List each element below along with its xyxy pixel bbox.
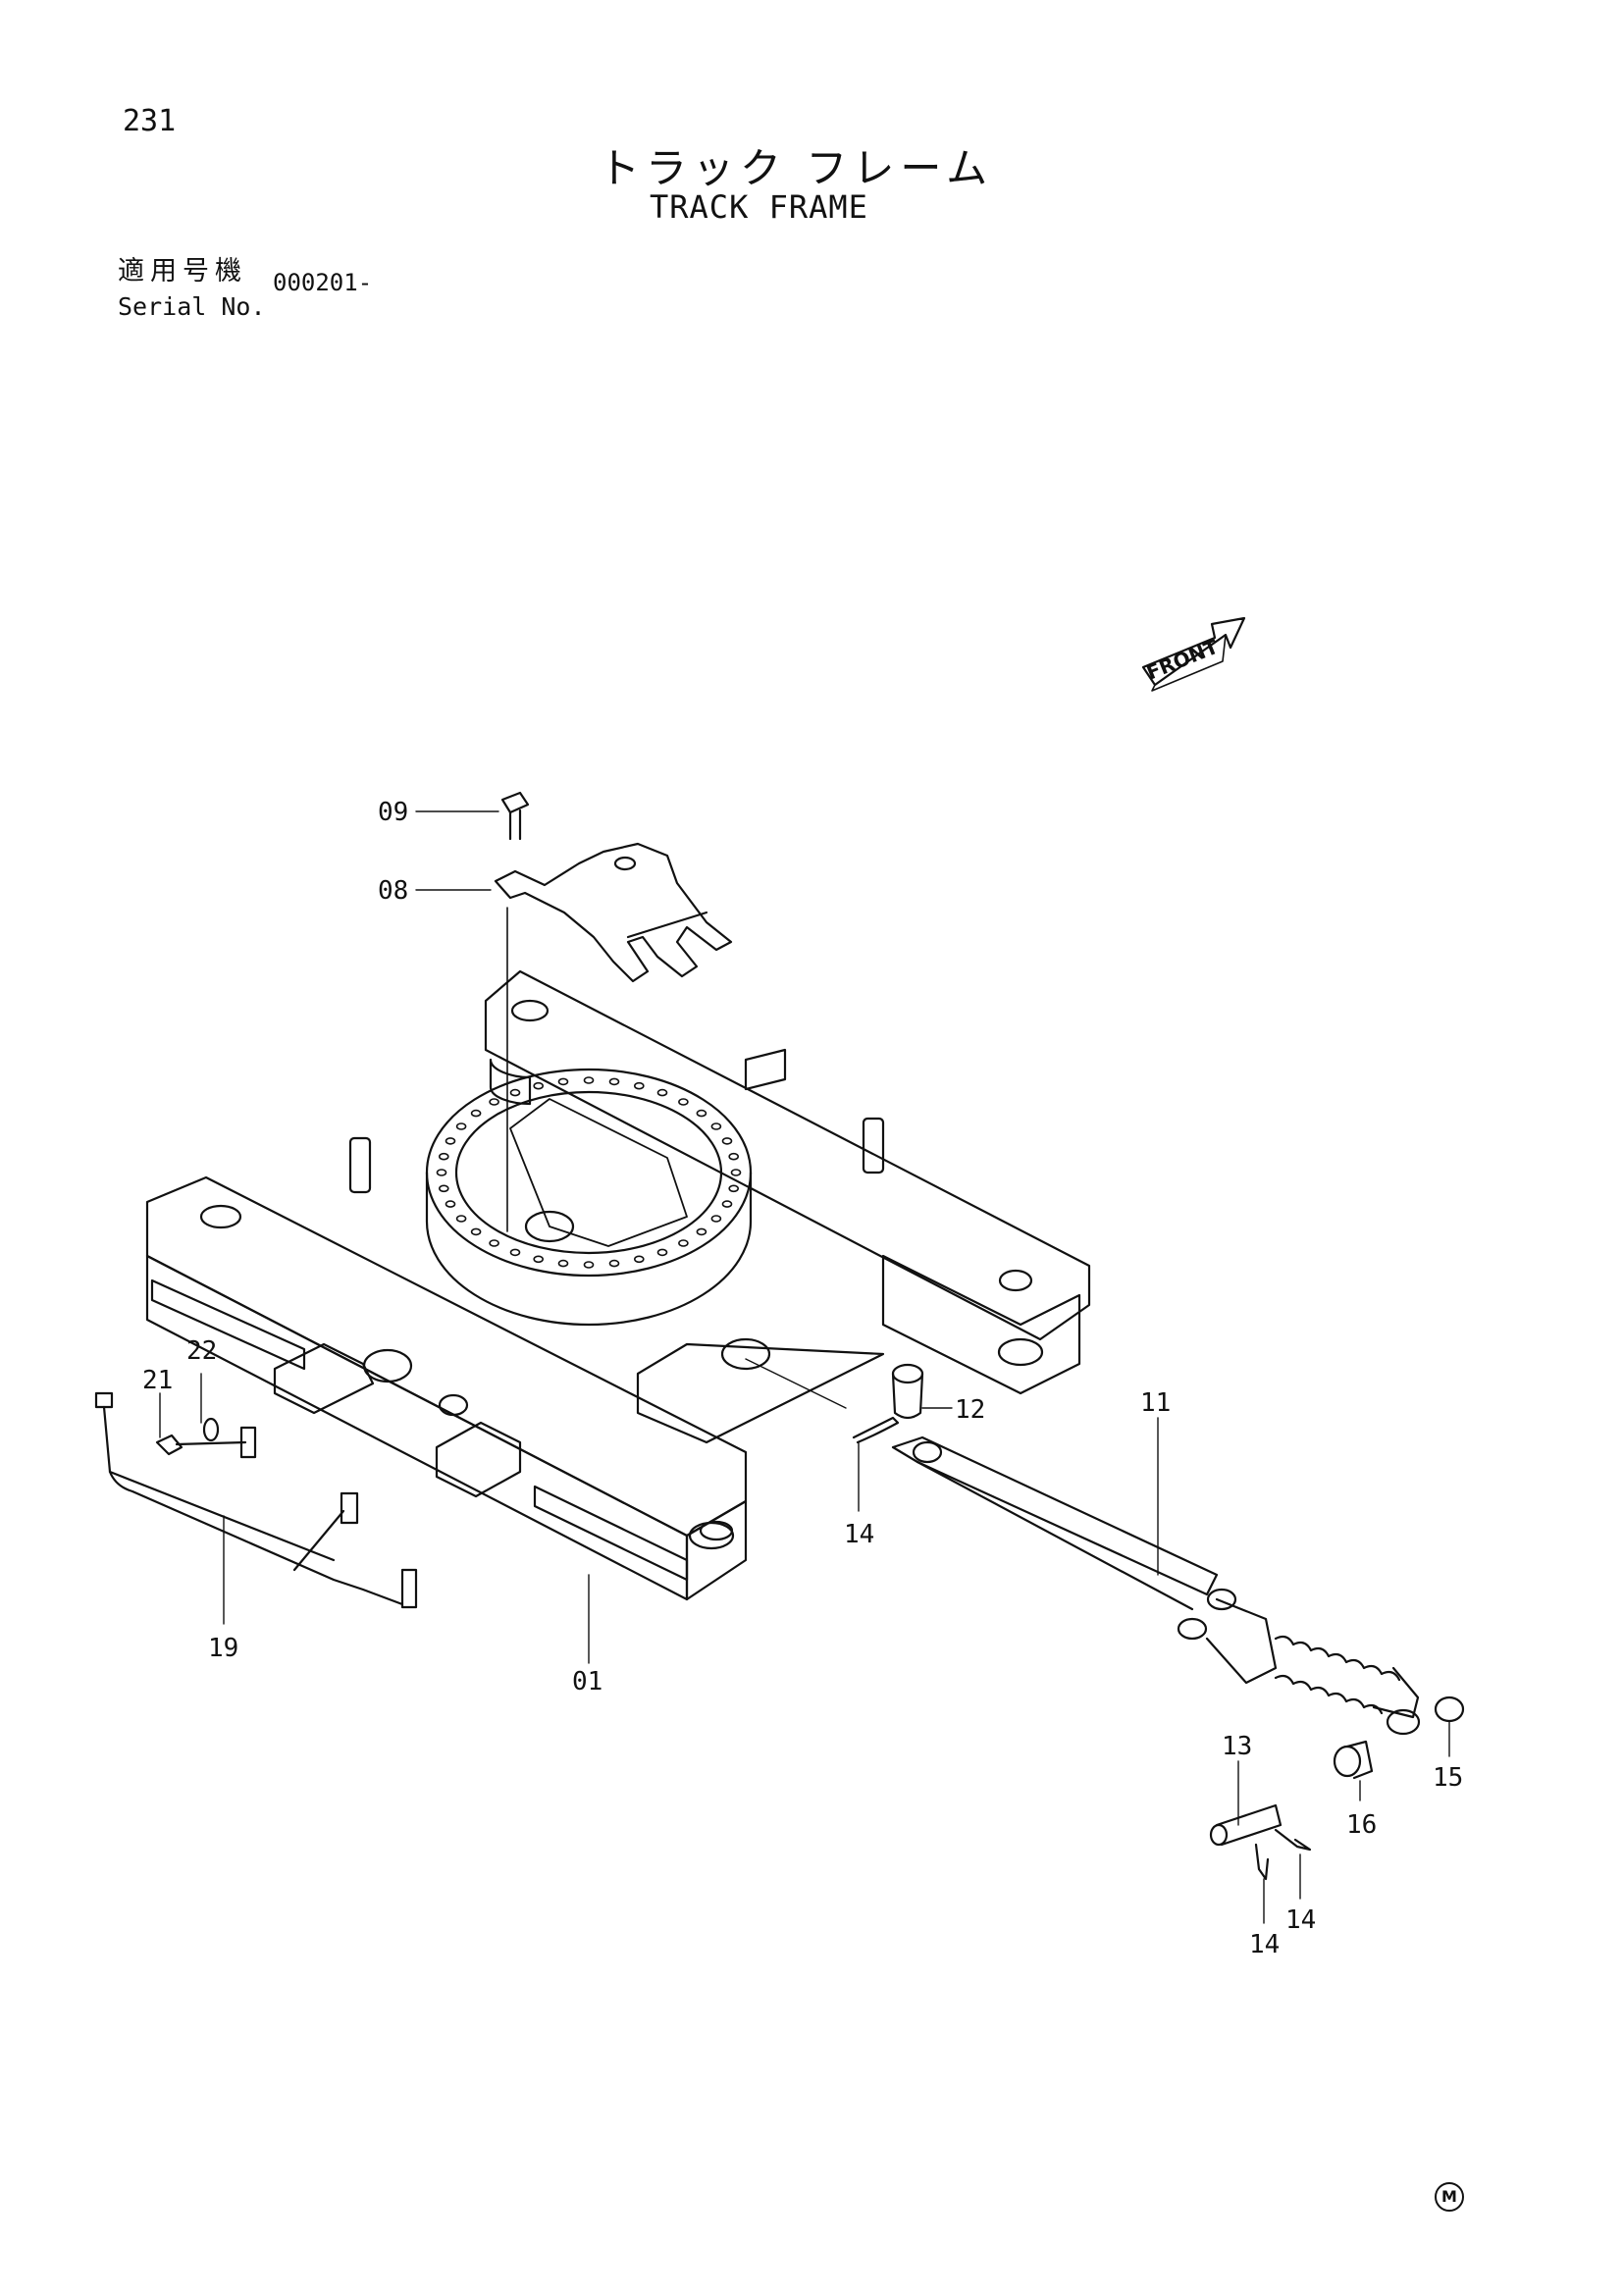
bolt-hole	[696, 1227, 707, 1236]
serial-label-japanese: 適用号機	[118, 256, 247, 287]
bolt-hole	[608, 1259, 620, 1268]
side-bracket	[273, 1342, 522, 1498]
callout-09: 09	[378, 798, 408, 827]
bolt-hole	[445, 1200, 456, 1208]
handle-bar-19	[94, 1391, 418, 1609]
bolt-hole	[608, 1077, 620, 1086]
leader-lines	[159, 810, 1450, 1924]
manufacturer-mark: M	[1435, 2182, 1464, 2212]
serial-label-english: Serial No.	[118, 292, 266, 321]
bolt-hole	[730, 1169, 742, 1176]
bolt-hole	[633, 1081, 645, 1090]
bolt-hole	[721, 1137, 733, 1145]
bolt-hole	[533, 1081, 545, 1090]
callouts: 09 08 22 21 19 01 12 14 11 13 16 15 14 1…	[142, 798, 1463, 1959]
serial-number-value: 000201-	[273, 269, 373, 296]
pin-12	[891, 1363, 924, 1420]
bolt-hole	[710, 1215, 722, 1223]
callout-13: 13	[1222, 1732, 1252, 1761]
washer-22	[202, 1417, 220, 1442]
bolt-hole	[489, 1239, 499, 1247]
callout-14b: 14	[1285, 1905, 1316, 1935]
callout-14: 14	[844, 1520, 874, 1549]
bolt-21	[155, 1434, 247, 1456]
bolt-hole	[436, 1169, 447, 1176]
bolt-hole	[438, 1152, 449, 1161]
bolt-hole	[455, 1122, 467, 1130]
bolt-hole	[509, 1088, 521, 1097]
bolt-hole	[710, 1122, 722, 1130]
bolt-hole	[509, 1248, 521, 1257]
bolt-hole	[678, 1239, 689, 1247]
nut-15	[1434, 1696, 1465, 1723]
bracket-08	[494, 842, 733, 983]
bolt-hole	[557, 1259, 569, 1268]
bolt-hole	[696, 1109, 707, 1118]
bolt-hole	[656, 1088, 668, 1097]
front-arrow: FRONT	[1141, 616, 1246, 692]
cotter-pin-14-a	[852, 1416, 900, 1444]
swing-circle-bolt-holes	[436, 1076, 742, 1269]
title-japanese: トラック フレーム	[599, 144, 994, 192]
bolt-09	[500, 791, 530, 841]
bolt-hole	[583, 1261, 595, 1269]
callout-11: 11	[1140, 1388, 1171, 1418]
pin-13	[1209, 1803, 1283, 1847]
page-number: 231	[123, 104, 177, 138]
title-english: TRACK FRAME	[650, 188, 868, 226]
bolt-hole	[470, 1109, 482, 1118]
bolt-hole	[728, 1184, 740, 1193]
front-label: FRONT	[1143, 635, 1222, 685]
callout-21: 21	[142, 1366, 173, 1395]
track-frame-body	[145, 969, 1091, 1601]
track-adjuster-cylinder-11	[891, 1435, 1421, 1736]
bolt-hole	[633, 1255, 645, 1264]
callout-01: 01	[572, 1667, 602, 1696]
bolt-hole	[489, 1098, 499, 1106]
callout-08: 08	[378, 876, 408, 906]
callout-12: 12	[955, 1395, 985, 1425]
bolt-hole	[445, 1137, 456, 1145]
bolt-hole	[455, 1215, 467, 1223]
bolt-hole	[533, 1255, 545, 1264]
bolt-hole	[557, 1077, 569, 1086]
bolt-hole	[728, 1152, 740, 1161]
bushing-16	[1333, 1740, 1374, 1780]
bolt-hole	[656, 1248, 668, 1257]
bolt-hole	[583, 1076, 595, 1084]
callout-14c: 14	[1249, 1930, 1280, 1959]
bolt-hole	[678, 1098, 689, 1106]
callout-19: 19	[208, 1634, 238, 1663]
bolt-hole	[721, 1200, 733, 1208]
bolt-hole	[470, 1227, 482, 1236]
callout-22: 22	[186, 1336, 217, 1366]
callout-16: 16	[1346, 1810, 1377, 1840]
bolt-hole	[438, 1184, 449, 1193]
cotter-pin-14-c	[1254, 1843, 1270, 1881]
cotter-pin-14-b	[1274, 1828, 1312, 1852]
callout-15: 15	[1433, 1763, 1463, 1793]
